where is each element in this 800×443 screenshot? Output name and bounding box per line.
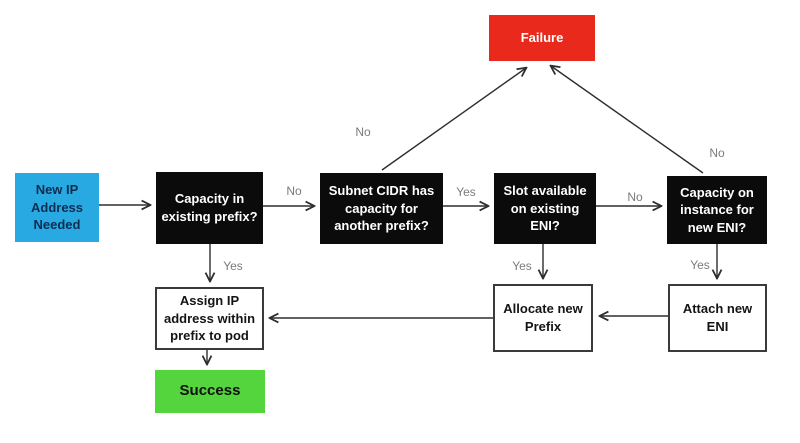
- edge-label-capacity-prefix-no: No: [286, 184, 302, 198]
- node-new-ip-address-needed: New IP Address Needed: [15, 173, 99, 242]
- node-subnet-cidr-capacity: Subnet CIDR has capacity for another pre…: [320, 173, 443, 244]
- edge-label-slot-eni-yes: Yes: [512, 259, 532, 273]
- node-capacity-in-existing-prefix: Capacity in existing prefix?: [156, 172, 263, 244]
- edge-label-capacity-prefix-yes: Yes: [223, 259, 243, 273]
- node-slot-available-existing-eni: Slot available on existing ENI?: [494, 173, 596, 244]
- edge-label-slot-eni-no: No: [627, 190, 643, 204]
- edge-label-capacity-instance-no: No: [709, 146, 725, 160]
- edge-label-subnet-cidr-no: No: [355, 125, 371, 139]
- node-assign-ip-address: Assign IP address within prefix to pod: [155, 287, 264, 350]
- edge-capacity-instance-to-failure: [551, 66, 704, 174]
- node-success: Success: [155, 370, 265, 413]
- edge-label-capacity-instance-yes: Yes: [690, 258, 710, 272]
- edge-label-subnet-cidr-yes: Yes: [456, 185, 476, 199]
- node-capacity-on-instance-new-eni: Capacity on instance for new ENI?: [667, 176, 767, 244]
- edge-subnet-cidr-to-failure: [381, 68, 526, 171]
- node-attach-new-eni: Attach new ENI: [668, 284, 767, 352]
- node-failure: Failure: [489, 15, 595, 61]
- node-allocate-new-prefix: Allocate new Prefix: [493, 284, 593, 352]
